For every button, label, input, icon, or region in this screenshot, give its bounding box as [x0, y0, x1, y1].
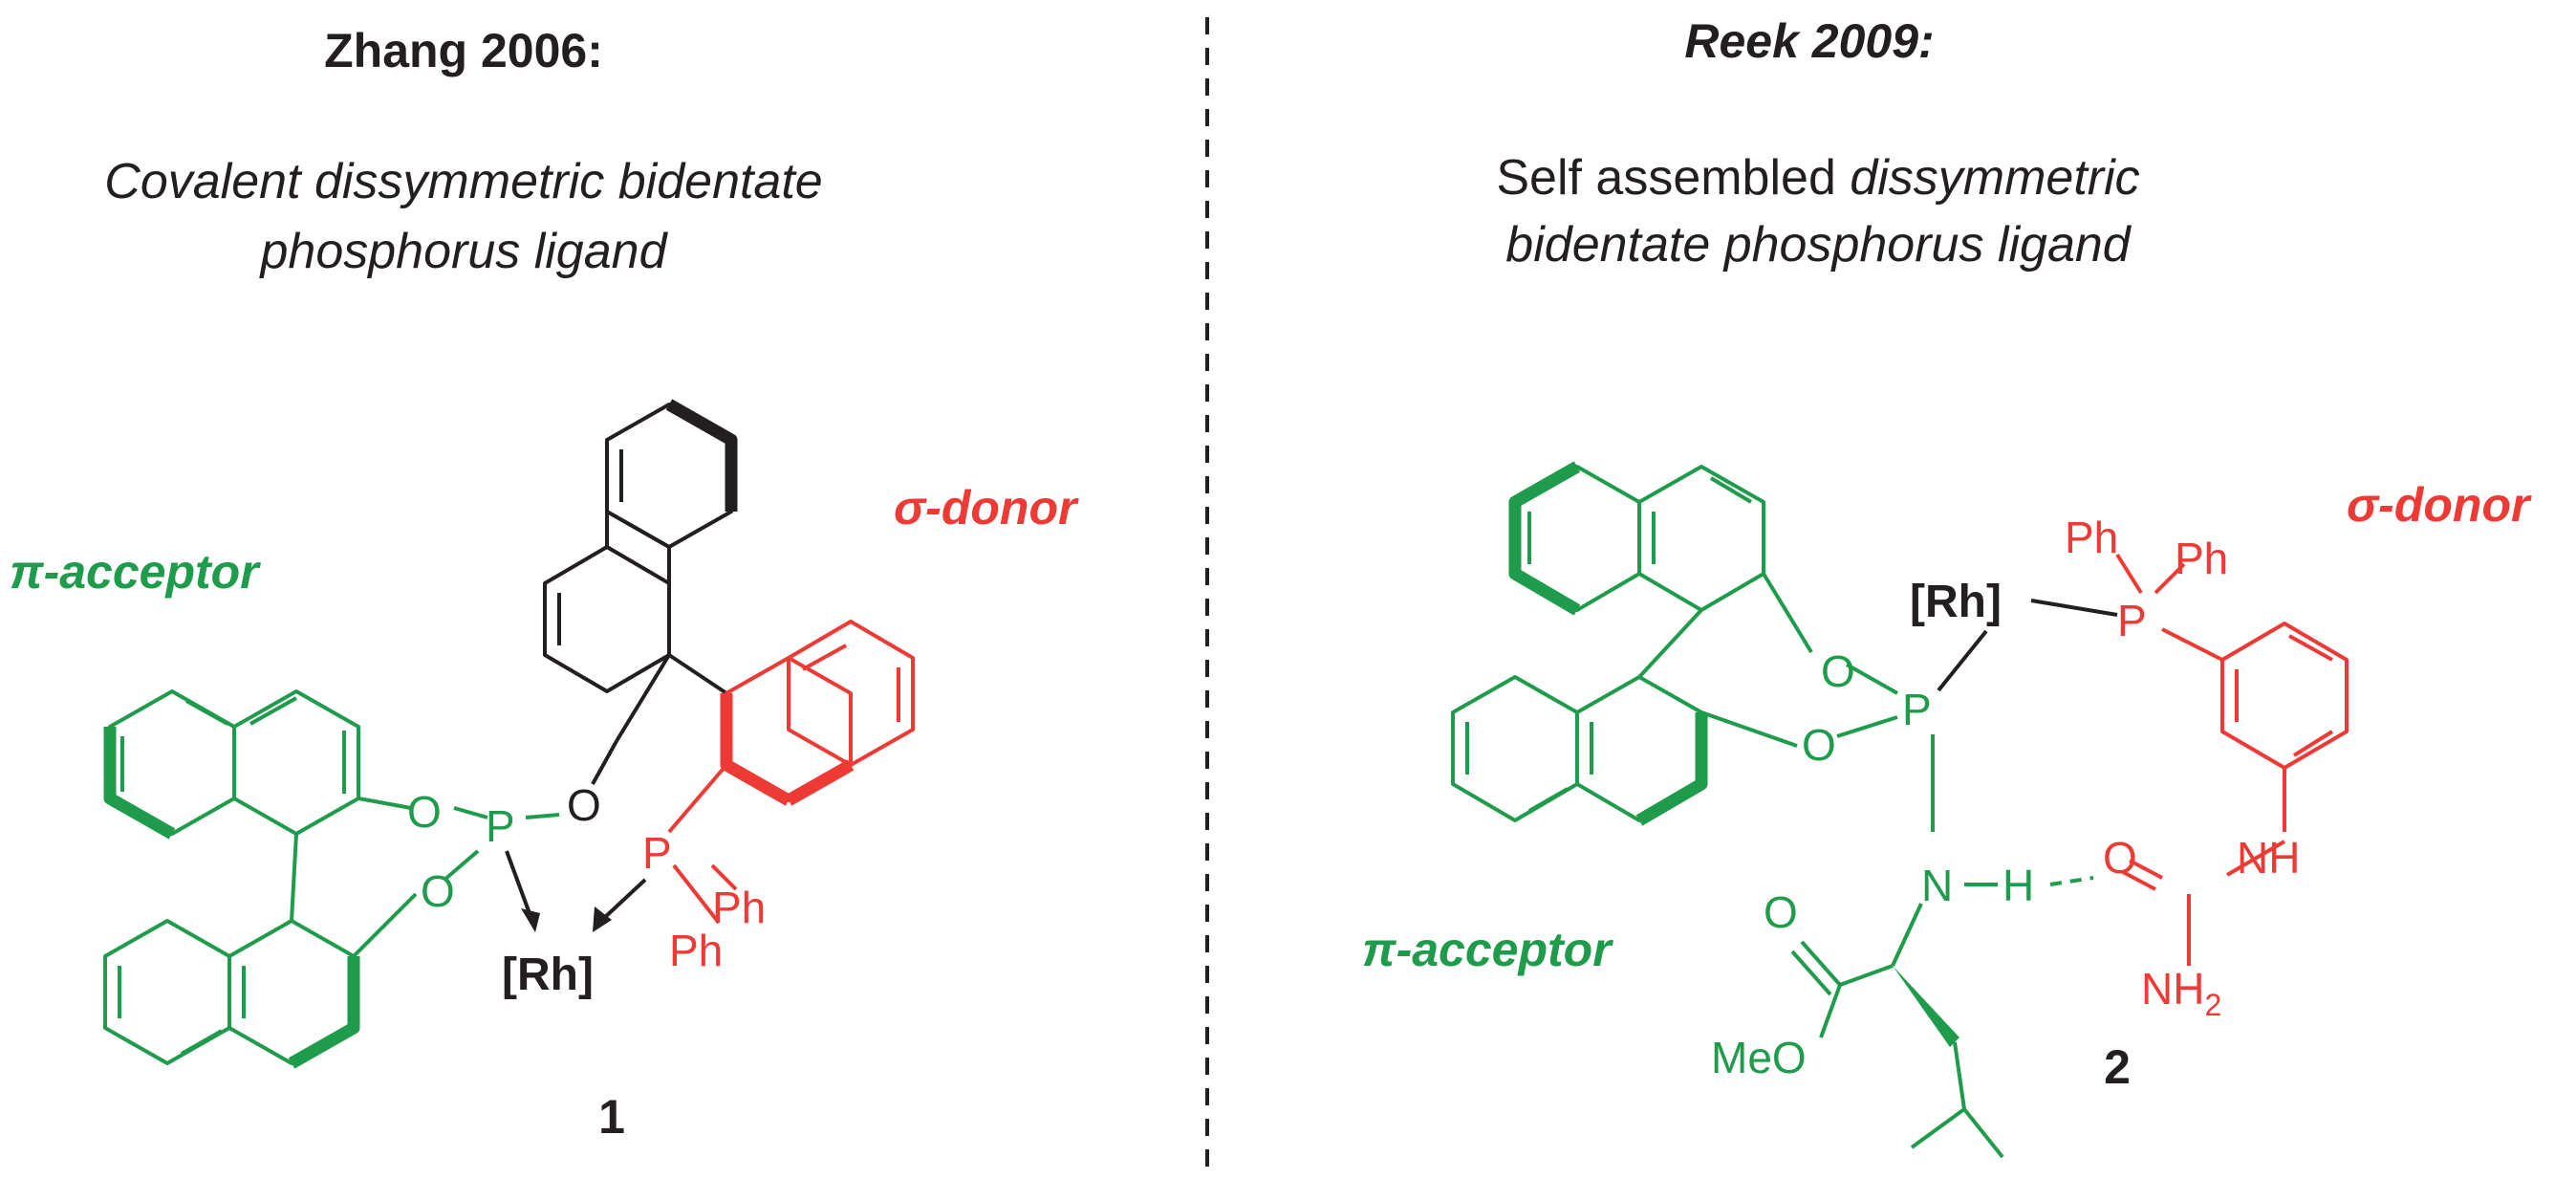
right-description-line2: bidentate phosphorus ligand [1505, 217, 2132, 273]
left-compound-number: 1 [598, 1090, 625, 1144]
right-rh-p2-bond [2030, 599, 2118, 617]
left-green-binaphthol [103, 689, 560, 1069]
left-red-naphthyl [667, 620, 915, 925]
right-atom-ph1: Ph [2065, 513, 2118, 562]
right-atom-h: H [2002, 861, 2034, 910]
left-atom-ph1: Ph [712, 883, 766, 932]
right-atom-o-ester: O [1764, 887, 1798, 937]
left-atom-o1: O [407, 787, 442, 837]
left-pi-acceptor-label: π-acceptor [10, 545, 261, 599]
right-atom-nh2: NH2 [2141, 964, 2221, 1022]
right-red-arylphosphine [2115, 553, 2349, 966]
left-heading: Zhang 2006: [324, 24, 603, 77]
right-wedge-bond [1893, 966, 1959, 1047]
right-atom-meo: MeO [1711, 1033, 1807, 1082]
right-atom-o1: O [1821, 646, 1855, 696]
left-description-line2: phosphorus ligand [259, 224, 669, 279]
right-atom-n: N [1921, 861, 1953, 910]
right-description-line1: Self assembled dissymmetric [1496, 150, 2139, 206]
right-atom-ph2: Ph [2175, 534, 2228, 583]
right-atom-p1: P [1902, 685, 1932, 734]
right-atom-p2: P [2117, 596, 2147, 645]
left-atom-o3: O [567, 780, 601, 830]
left-panel: Zhang 2006: Covalent dissymmetric bident… [10, 24, 1079, 1144]
right-atom-nh: NH [2237, 833, 2300, 883]
right-nh2-subscript: 2 [2204, 988, 2221, 1022]
right-metal-rh: [Rh] [1910, 577, 2002, 627]
left-atom-o2: O [421, 866, 455, 916]
left-atom-p1: P [486, 801, 515, 851]
right-nh2-main: NH [2141, 964, 2204, 1014]
right-heading: Reek 2009: [1684, 14, 1934, 68]
right-atom-o2: O [1802, 720, 1836, 770]
right-green-amino-ester [1790, 876, 2094, 1159]
left-atom-ph2: Ph [669, 926, 723, 975]
right-rh-p-bond [1937, 629, 1988, 692]
left-description-line1: Covalent dissymmetric bidentate [104, 154, 822, 209]
left-sigma-donor-label: σ-donor [894, 481, 1079, 535]
right-description-italic: dissymmetric [1850, 150, 2139, 206]
left-black-naphthyl: O [543, 399, 738, 830]
right-pi-acceptor-label: π-acceptor [1362, 923, 1613, 976]
right-atom-o-urea: O [2103, 833, 2137, 883]
right-compound-number: 2 [2104, 1040, 2131, 1094]
left-atom-p2: P [642, 828, 672, 878]
right-description-roman: Self assembled [1496, 150, 1850, 206]
right-green-binaphthol [1451, 461, 1935, 832]
left-metal-rh: [Rh] [502, 950, 594, 1000]
right-sigma-donor-label: σ-donor [2347, 478, 2532, 532]
right-panel: Reek 2009: Self assembled dissymmetric b… [1362, 14, 2532, 1159]
left-arrows [505, 850, 647, 932]
